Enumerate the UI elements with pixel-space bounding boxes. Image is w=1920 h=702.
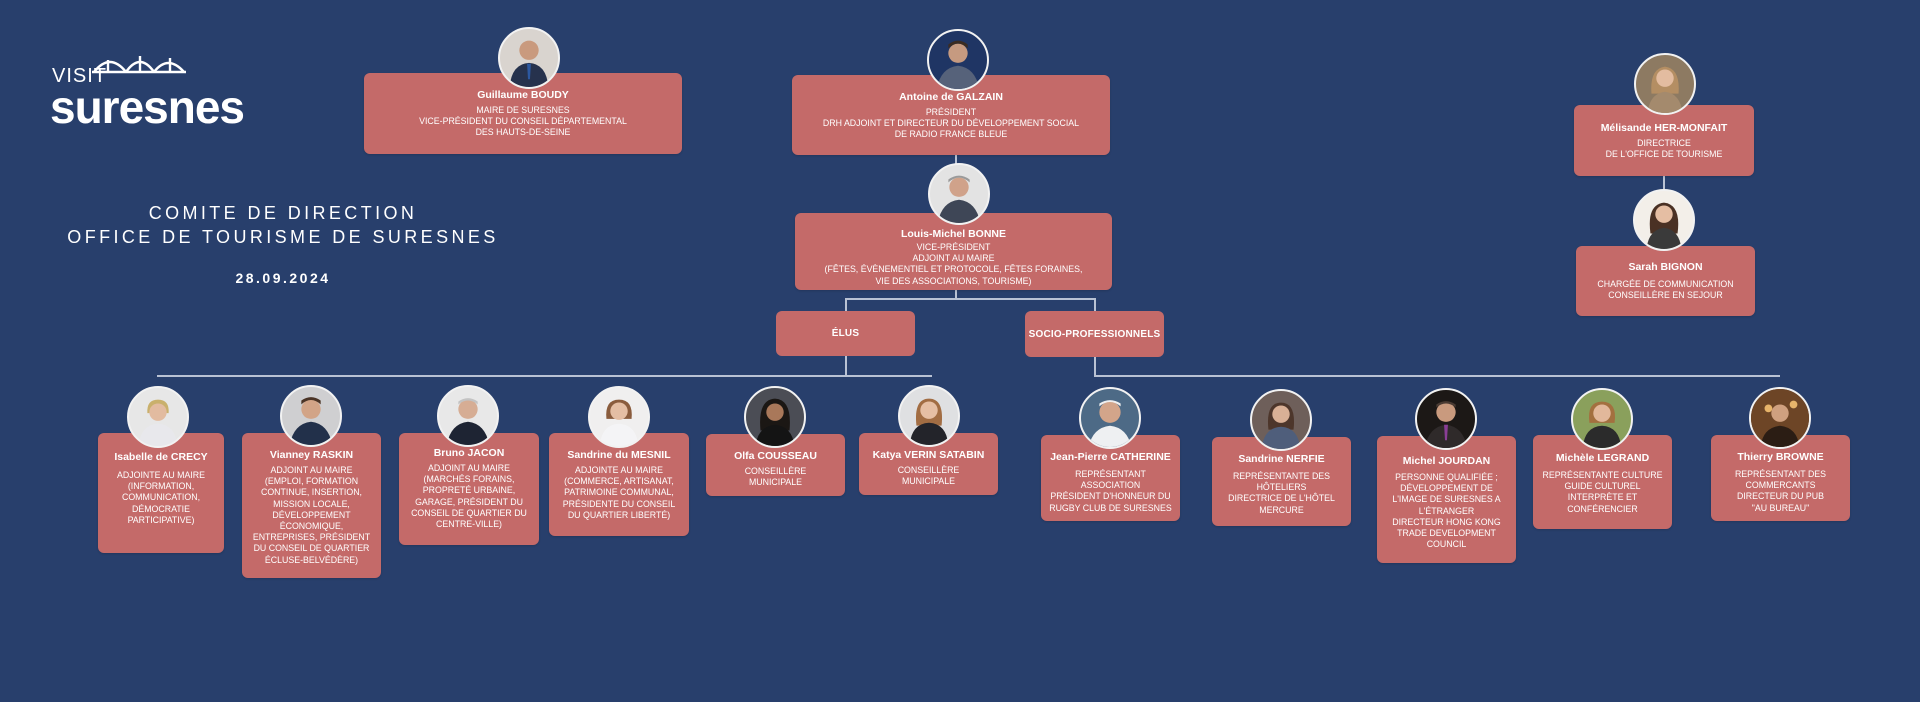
person-name: Katya VERIN SATABIN bbox=[872, 449, 985, 461]
connector bbox=[845, 298, 847, 311]
person-card-crecy: Isabelle de CRECY ADJOINTE AU MAIRE (INF… bbox=[98, 433, 224, 553]
person-card-legrand: Michèle LEGRAND REPRÉSENTANTE CULTURE GU… bbox=[1533, 435, 1672, 529]
person-role: REPRÉSENTANT DES COMMERCANTS DIRECTEUR D… bbox=[1734, 469, 1827, 513]
person-name: Sarah BIGNON bbox=[1628, 261, 1703, 273]
person-name: Antoine de GALZAIN bbox=[899, 91, 1003, 103]
person-card-satabin: Katya VERIN SATABIN CONSEILLÈRE MUNICIPA… bbox=[859, 433, 998, 495]
date-label: 28.09.2024 bbox=[235, 270, 331, 286]
person-card-her-monfait: Mélisande HER-MONFAIT DIRECTRICE DE L'OF… bbox=[1574, 105, 1754, 176]
portrait-jacon bbox=[437, 385, 499, 447]
bridge-icon bbox=[92, 56, 186, 74]
person-name: Louis-Michel BONNE bbox=[900, 228, 1006, 240]
person-card-catherine: Jean-Pierre CATHERINE REPRÉSENTANT ASSOC… bbox=[1041, 435, 1180, 521]
portrait-raskin bbox=[280, 385, 342, 447]
person-role: REPRÉSENTANT ASSOCIATION PRÉSIDENT D'HON… bbox=[1049, 469, 1172, 513]
person-card-browne: Thierry BROWNE REPRÉSENTANT DES COMMERCA… bbox=[1711, 435, 1850, 521]
person-card-boudy: Guillaume BOUDY MAIRE DE SURESNES VICE-P… bbox=[364, 73, 682, 154]
person-name: Thierry BROWNE bbox=[1737, 451, 1824, 463]
portrait-bonne bbox=[928, 163, 990, 225]
group-socio-professionnels: SOCIO-PROFESSIONNELS bbox=[1025, 311, 1164, 357]
person-name: Sandrine du MESNIL bbox=[567, 449, 671, 461]
person-role: PERSONNE QUALIFIÉE ; DÉVELOPPEMENT DE L'… bbox=[1392, 472, 1501, 550]
person-role: REPRÉSENTANTE CULTURE GUIDE CULTUREL INT… bbox=[1542, 470, 1663, 514]
portrait-browne bbox=[1749, 387, 1811, 449]
connector bbox=[955, 289, 957, 299]
person-card-bignon: Sarah BIGNON CHARGÉE DE COMMUNICATION CO… bbox=[1576, 246, 1755, 316]
person-role: CONSEILLÈRE MUNICIPALE bbox=[744, 466, 807, 488]
portrait-jourdan bbox=[1415, 388, 1477, 450]
portrait-cousseau bbox=[744, 386, 806, 448]
title-line-2: OFFICE DE TOURISME DE SURESNES bbox=[67, 227, 499, 247]
connector bbox=[157, 375, 932, 377]
person-role: ADJOINTE AU MAIRE (INFORMATION, COMMUNIC… bbox=[117, 470, 205, 525]
connector bbox=[1094, 356, 1096, 376]
person-card-jourdan: Michel JOURDAN PERSONNE QUALIFIÉE ; DÉVE… bbox=[1377, 436, 1516, 563]
person-name: Guillaume BOUDY bbox=[477, 89, 569, 101]
person-name: Olfa COUSSEAU bbox=[734, 450, 817, 462]
portrait-bignon bbox=[1633, 189, 1695, 251]
portrait-galzain bbox=[927, 29, 989, 91]
person-card-bonne: Louis-Michel BONNE VICE-PRÉSIDENT ADJOIN… bbox=[795, 213, 1112, 290]
person-role: ADJOINTE AU MAIRE (COMMERCE, ARTISANAT, … bbox=[562, 465, 676, 520]
connector bbox=[1094, 375, 1780, 377]
person-name: Sandrine NERFIE bbox=[1238, 453, 1325, 465]
connector bbox=[1663, 175, 1665, 189]
group-elus: ÉLUS bbox=[776, 311, 915, 356]
person-role: ADJOINT AU MAIRE (MARCHÉS FORAINS, PROPR… bbox=[411, 463, 527, 530]
portrait-crecy bbox=[127, 386, 189, 448]
connector bbox=[845, 298, 1095, 300]
person-name: Isabelle de CRECY bbox=[114, 451, 208, 463]
portrait-nerfie bbox=[1250, 389, 1312, 451]
person-role: CHARGÉE DE COMMUNICATION CONSEILLÈRE EN … bbox=[1597, 279, 1734, 301]
person-role: PRÉSIDENT DRH ADJOINT ET DIRECTEUR DU DÉ… bbox=[822, 107, 1080, 140]
portrait-boudy bbox=[498, 27, 560, 89]
connector bbox=[1094, 298, 1096, 311]
connector bbox=[955, 153, 957, 167]
person-name: Vianney RASKIN bbox=[269, 449, 354, 461]
person-role: ADJOINT AU MAIRE (EMPLOI, FORMATION CONT… bbox=[252, 465, 371, 565]
person-role: CONSEILLÈRE MUNICIPALE bbox=[897, 465, 960, 487]
portrait-her-monfait bbox=[1634, 53, 1696, 115]
brand-name: suresnes bbox=[50, 81, 245, 133]
person-card-nerfie: Sandrine NERFIE REPRÉSENTANTE DES HÔTELI… bbox=[1212, 437, 1351, 526]
person-role: DIRECTRICE DE L'OFFICE DE TOURISME bbox=[1605, 138, 1723, 160]
portrait-satabin bbox=[898, 385, 960, 447]
person-role: MAIRE DE SURESNES VICE-PRÉSIDENT DU CONS… bbox=[419, 105, 627, 138]
person-card-raskin: Vianney RASKIN ADJOINT AU MAIRE (EMPLOI,… bbox=[242, 433, 381, 578]
person-card-cousseau: Olfa COUSSEAU CONSEILLÈRE MUNICIPALE bbox=[706, 434, 845, 496]
person-card-mesnil: Sandrine du MESNIL ADJOINTE AU MAIRE (CO… bbox=[549, 433, 689, 536]
person-name: Jean-Pierre CATHERINE bbox=[1050, 451, 1171, 463]
connector bbox=[845, 355, 847, 376]
visit-suresnes-logo: VISIT suresnes bbox=[50, 50, 245, 140]
person-card-jacon: Bruno JACON ADJOINT AU MAIRE (MARCHÉS FO… bbox=[399, 433, 539, 545]
person-name: Michel JOURDAN bbox=[1402, 455, 1491, 467]
person-name: Michèle LEGRAND bbox=[1555, 452, 1650, 464]
portrait-catherine bbox=[1079, 387, 1141, 449]
person-name: Mélisande HER-MONFAIT bbox=[1600, 122, 1728, 134]
brand-visit: VISIT bbox=[52, 65, 108, 87]
person-name: Bruno JACON bbox=[433, 447, 505, 459]
title-line-1: COMITE DE DIRECTION bbox=[148, 203, 418, 223]
person-role: VICE-PRÉSIDENT ADJOINT AU MAIRE (FÊTES, … bbox=[824, 242, 1083, 286]
portrait-mesnil bbox=[588, 386, 650, 448]
page-title: COMITE DE DIRECTION OFFICE DE TOURISME D… bbox=[48, 201, 518, 249]
person-role: REPRÉSENTANTE DES HÔTELIERS DIRECTRICE D… bbox=[1228, 471, 1335, 515]
portrait-legrand bbox=[1571, 388, 1633, 450]
